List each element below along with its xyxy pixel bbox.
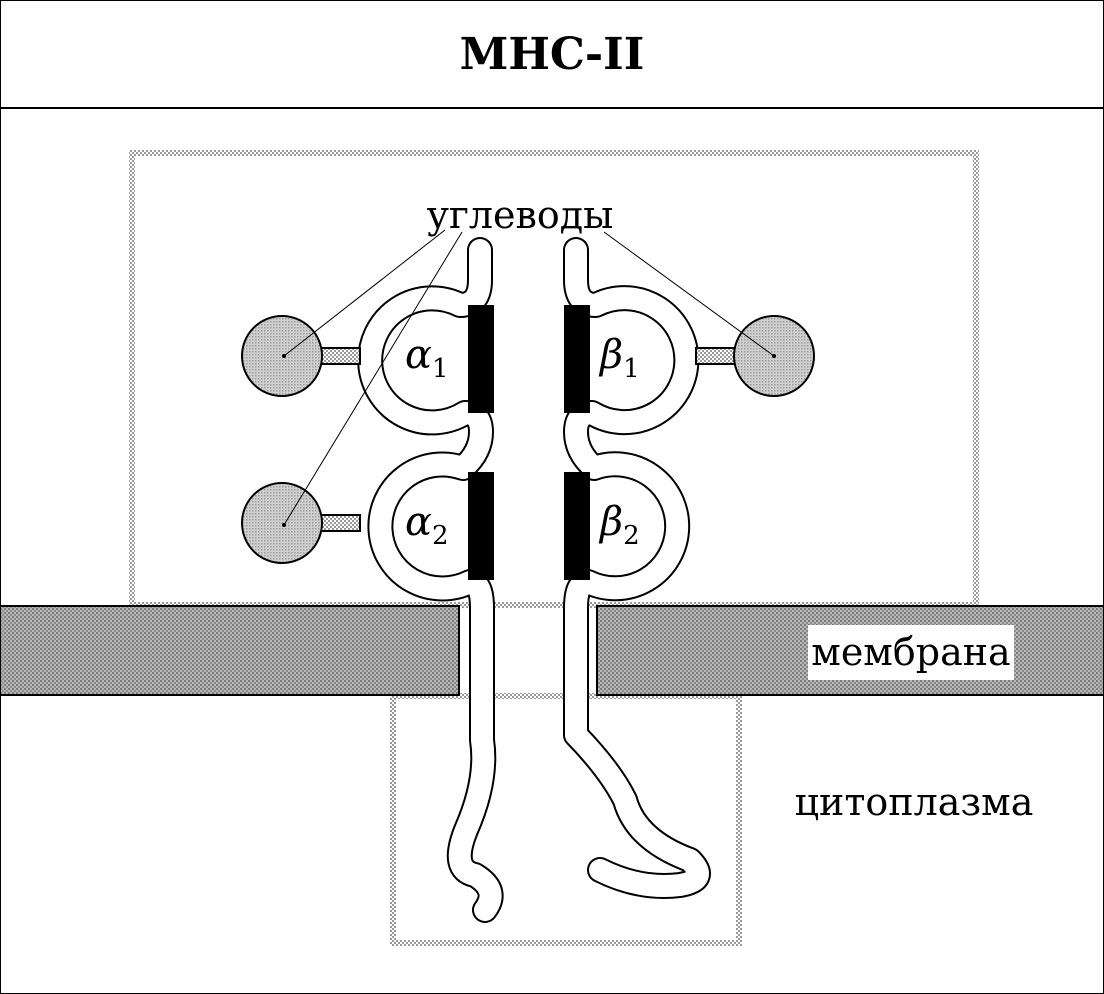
beta1-contact-band bbox=[564, 305, 590, 413]
pointer-dot-alpha1 bbox=[282, 354, 286, 358]
membrane-left bbox=[0, 605, 460, 696]
membrane-label: мембрана bbox=[811, 630, 1010, 674]
alpha2-label: α2 bbox=[405, 499, 449, 551]
page-title: MHC-II bbox=[459, 29, 645, 80]
carbohydrate-pointer-lines bbox=[283, 229, 775, 526]
cytoplasm-label: цитоплазма bbox=[795, 780, 1034, 824]
sugar-stalk-beta1 bbox=[695, 347, 739, 365]
alpha2-contact-band bbox=[468, 472, 494, 580]
pointer-dot-beta1 bbox=[772, 354, 776, 358]
carbohydrates-label: углеводы bbox=[427, 193, 614, 237]
carbohydrate-circle-alpha2 bbox=[241, 482, 323, 564]
beta-chain bbox=[563, 237, 711, 899]
beta1-label: β1 bbox=[598, 332, 640, 384]
alpha1-label: α1 bbox=[405, 332, 449, 384]
extracellular-region bbox=[129, 150, 979, 608]
beta2-contact-band bbox=[564, 472, 590, 580]
sugar-stalk-alpha1 bbox=[317, 347, 361, 365]
beta2-label: β2 bbox=[598, 499, 640, 551]
pointer-dot-alpha2 bbox=[282, 523, 286, 527]
sugar-stalk-alpha2 bbox=[317, 514, 361, 532]
alpha-chain bbox=[357, 237, 504, 923]
membrane-label-box bbox=[808, 625, 1014, 680]
alpha1-contact-band bbox=[468, 305, 494, 413]
title-bar: MHC-II bbox=[1, 1, 1103, 109]
